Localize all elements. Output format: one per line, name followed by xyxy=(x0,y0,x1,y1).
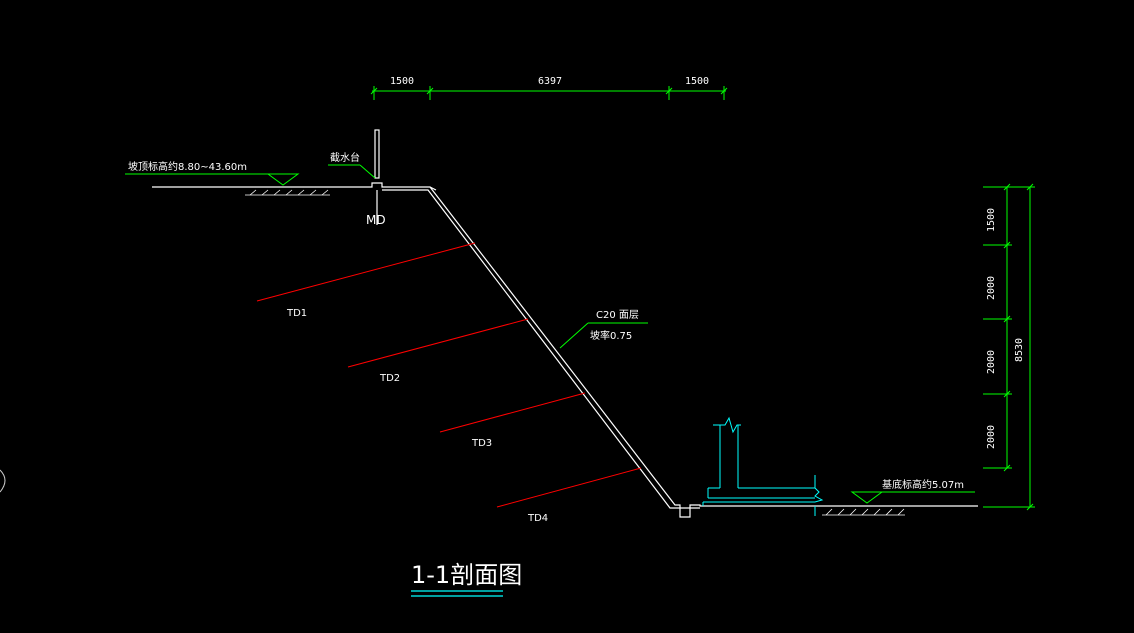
ground-hatch-top xyxy=(245,189,330,196)
top-dim-2: 6397 xyxy=(538,76,562,87)
bottom-elevation-marker xyxy=(850,491,975,504)
anchor-td2-line xyxy=(347,318,529,368)
right-total-dim: 8530 xyxy=(1014,338,1025,362)
facing-leader xyxy=(559,322,648,349)
anchor-td1-label: TD1 xyxy=(286,308,307,319)
right-dim-1: 1500 xyxy=(986,208,997,232)
anchor-td1-line xyxy=(256,242,476,302)
anchor-td3-line xyxy=(439,392,586,433)
foundation-structure xyxy=(702,416,824,516)
drain-leader xyxy=(328,164,376,179)
top-dimension-chain xyxy=(370,86,728,100)
slope-profile xyxy=(152,129,978,518)
right-dim-4: 2000 xyxy=(986,425,997,449)
right-dimension-chain xyxy=(983,183,1035,511)
anchor-td2-label: TD2 xyxy=(379,373,400,384)
top-elevation-label: 坡顶标高约8.80~43.60m xyxy=(128,160,247,173)
anchor-td3-label: TD3 xyxy=(471,438,492,449)
anchor-td4-label: TD4 xyxy=(527,513,548,524)
anchor-lines xyxy=(256,242,642,508)
drawing-title: 1-1剖面图 xyxy=(411,561,522,589)
right-dim-3: 2000 xyxy=(986,350,997,374)
ground-hatch-bottom xyxy=(822,508,905,516)
title-underline xyxy=(411,590,503,597)
bottom-elevation-label: 基底标高约5.07m xyxy=(882,478,964,491)
anchor-td4-line xyxy=(496,467,642,508)
drain-label: 截水台 xyxy=(330,151,360,164)
top-dim-1: 1500 xyxy=(390,76,414,87)
md-label: MD xyxy=(366,213,386,227)
facing-label: C20 面层 xyxy=(596,309,639,321)
left-edge-mark xyxy=(0,469,6,493)
right-dim-2: 2000 xyxy=(986,276,997,300)
top-elevation-marker xyxy=(125,173,300,186)
slope-ratio-label: 坡率0.75 xyxy=(590,329,632,342)
top-dim-3: 1500 xyxy=(685,76,709,87)
